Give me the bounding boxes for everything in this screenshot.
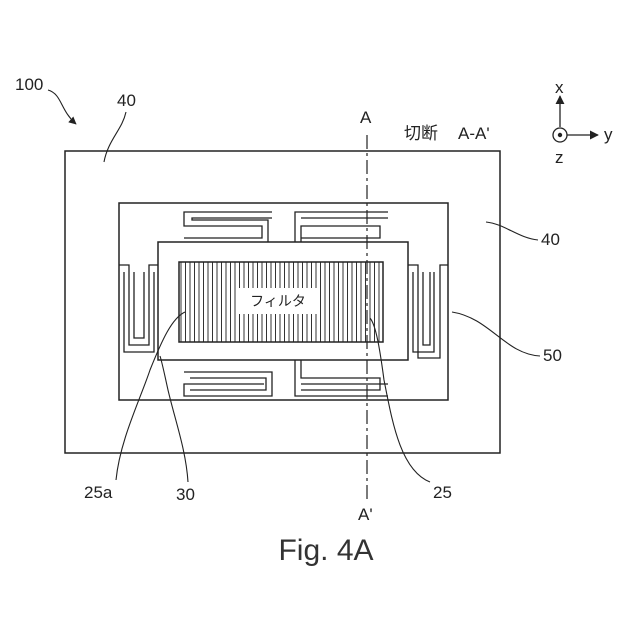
right-spring [408, 265, 448, 358]
left-spring [119, 265, 159, 352]
leader-40-right [486, 222, 538, 240]
filter-label: フィルタ [250, 294, 306, 310]
label-25a: 25a [84, 483, 113, 502]
z-axis-dot [558, 133, 562, 137]
label-50: 50 [543, 346, 562, 365]
section-marker-top: A [360, 108, 372, 127]
figure-title: Fig. 4A [278, 534, 373, 567]
top-right-spring [295, 212, 388, 242]
leader-30 [160, 356, 188, 482]
x-axis-label: x [555, 78, 564, 97]
z-axis-label: z [555, 148, 564, 167]
leader-50 [452, 312, 540, 356]
axes-indicator: x y z [553, 78, 613, 167]
section-marker-bottom: A' [358, 505, 373, 524]
leader-100 [48, 90, 76, 124]
label-30: 30 [176, 485, 195, 504]
label-40-right: 40 [541, 230, 560, 249]
label-100: 100 [15, 75, 43, 94]
bottom-left-spring [184, 372, 272, 396]
leader-40-top [104, 112, 126, 162]
section-caption: 切断 [404, 124, 438, 144]
label-25: 25 [433, 483, 452, 502]
bottom-right-spring [295, 360, 388, 396]
label-40-top: 40 [117, 91, 136, 110]
top-left-spring [184, 212, 272, 242]
section-caption-ref: A-A' [458, 124, 490, 143]
y-axis-label: y [604, 125, 613, 144]
